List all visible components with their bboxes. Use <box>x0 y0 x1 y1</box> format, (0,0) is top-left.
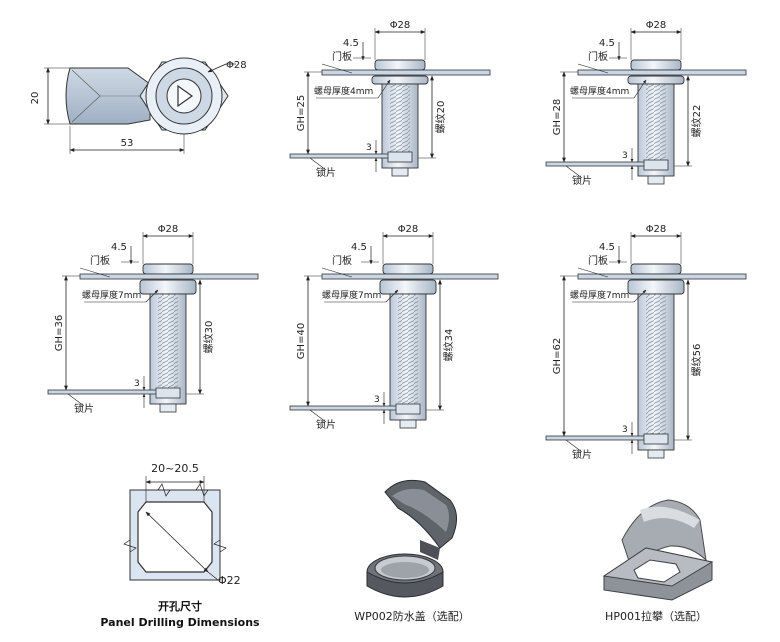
lock-label: 锁片 <box>572 448 592 461</box>
dia-label: Φ28 <box>646 224 667 235</box>
gh-label: GH=62 <box>552 338 563 374</box>
drilling-width-label: 20~20.5 <box>151 462 199 475</box>
gh-label: GH=28 <box>552 99 563 135</box>
drilling-title-en: Panel Drilling Dimensions <box>100 616 260 629</box>
nut <box>379 279 437 295</box>
nut <box>627 75 685 85</box>
hp001-caption: HP001拉攀（选配） <box>605 609 707 623</box>
plate-thickness-label: 3 <box>374 395 380 405</box>
door-plate <box>79 273 259 280</box>
drilling-title-cn: 开孔尺寸 <box>158 599 202 613</box>
nut-thickness-label: 螺母厚度7mm <box>82 289 141 301</box>
nut <box>627 279 685 295</box>
plate-thickness-label: 3 <box>366 143 372 153</box>
dia-label: Φ28 <box>158 224 179 235</box>
latch-plate <box>289 405 399 411</box>
door-label: 门板 <box>588 50 608 63</box>
gap-label: 4.5 <box>111 242 127 253</box>
hp001-pull-handle: HP001拉攀（选配） <box>602 499 714 623</box>
plate-thickness-label: 3 <box>622 151 628 161</box>
door-label: 门板 <box>588 254 608 267</box>
thread-label: 螺纹34 <box>442 329 455 362</box>
top-dia-label: Φ28 <box>226 60 247 71</box>
door-plate <box>321 273 499 280</box>
top-view-drawing: 20 53 Φ28 <box>30 57 247 154</box>
gap-label: 4.5 <box>599 38 615 49</box>
plate-thickness-label: 3 <box>134 379 140 389</box>
latch-plate <box>545 435 647 441</box>
door-plate <box>577 69 747 76</box>
dia-label: Φ28 <box>398 224 419 235</box>
door-label: 门板 <box>332 50 352 63</box>
lock-label: 锁片 <box>316 418 336 431</box>
gh-label: GH=25 <box>296 95 307 131</box>
dia-label: Φ28 <box>390 20 411 31</box>
door-plate <box>321 69 491 76</box>
latch-plate <box>47 389 159 395</box>
top-width-label: 53 <box>121 138 134 149</box>
latch-plate <box>289 153 391 159</box>
nut-thickness-label: 螺母厚度4mm <box>314 85 373 97</box>
wp002-waterproof-cover: WP002防水盖（选配） <box>354 479 470 623</box>
lock-label: 锁片 <box>316 166 336 179</box>
drilling-dia-label: Φ22 <box>218 574 241 587</box>
thread-label: 螺纹20 <box>434 101 447 134</box>
thread-label: 螺纹22 <box>690 105 703 138</box>
latch-plate <box>545 161 647 167</box>
door-label: 门板 <box>332 254 352 267</box>
wp002-caption: WP002防水盖（选配） <box>354 609 470 623</box>
plate-thickness-label: 3 <box>622 425 628 435</box>
nut-thickness-label: 螺母厚度7mm <box>322 289 381 301</box>
door-plate <box>577 273 747 280</box>
gh-label: GH=40 <box>296 323 307 359</box>
panel-drilling-drawing: 20~20.5 Φ22 开孔尺寸 Panel Drilling Dimensio… <box>100 462 260 629</box>
gap-label: 4.5 <box>599 242 615 253</box>
lock-label: 锁片 <box>572 174 592 187</box>
door-label: 门板 <box>90 254 110 267</box>
gap-label: 4.5 <box>351 242 367 253</box>
nut <box>139 279 197 295</box>
nut-thickness-label: 螺母厚度4mm <box>570 85 629 97</box>
top-height-label: 20 <box>30 92 41 105</box>
gap-label: 4.5 <box>343 38 359 49</box>
lock-label: 锁片 <box>74 402 94 415</box>
nut-thickness-label: 螺母厚度7mm <box>570 289 629 301</box>
thread-label: 螺纹56 <box>690 344 703 377</box>
gh-label: GH=36 <box>54 315 65 351</box>
thread-label: 螺纹30 <box>202 321 215 354</box>
dia-label: Φ28 <box>646 20 667 31</box>
nut <box>371 75 429 85</box>
